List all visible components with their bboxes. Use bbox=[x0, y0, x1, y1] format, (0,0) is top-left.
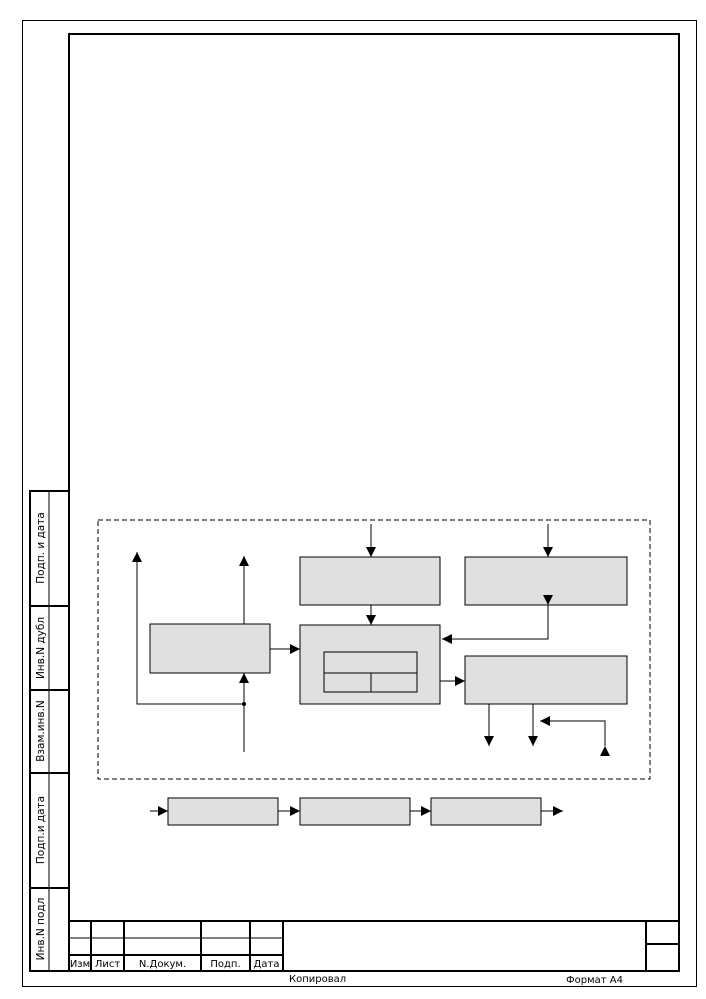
col-date: Дата bbox=[254, 959, 280, 970]
col-change: Изм bbox=[70, 959, 90, 970]
chain-block-2 bbox=[299, 797, 411, 826]
diagram-dashed-boundary bbox=[97, 519, 651, 780]
sheet-trim-border bbox=[22, 20, 697, 987]
block-right-output bbox=[464, 655, 628, 705]
col-signature: Подп. bbox=[210, 959, 240, 970]
side-field-sign-date-1: Подп. и дата bbox=[35, 512, 47, 584]
chain-block-1 bbox=[167, 797, 279, 826]
side-field-dup-inv: Инв.N дубл bbox=[35, 617, 47, 679]
format-label: Формат A4 bbox=[566, 975, 623, 986]
side-field-orig-inv: Инв.N подл bbox=[35, 898, 47, 961]
col-doc-number: N.Докум. bbox=[139, 959, 186, 970]
drawing-frame bbox=[68, 33, 680, 972]
block-top-center bbox=[299, 556, 441, 606]
side-stamp: Подп. и дата Инв.N дубл Взам.инв.N Подп.… bbox=[29, 490, 70, 972]
block-left bbox=[149, 623, 271, 674]
copied-label: Копировал bbox=[289, 974, 346, 985]
block-top-right bbox=[464, 556, 628, 606]
title-block: Изм Лист N.Докум. Подп. Дата bbox=[69, 920, 679, 971]
diagram-connections bbox=[132, 524, 610, 756]
col-sheet: Лист bbox=[95, 959, 121, 970]
chain-block-3 bbox=[430, 797, 542, 826]
side-field-replace-inv: Взам.инв.N bbox=[35, 700, 47, 762]
side-field-sign-date-2: Подп.и дата bbox=[35, 796, 47, 864]
